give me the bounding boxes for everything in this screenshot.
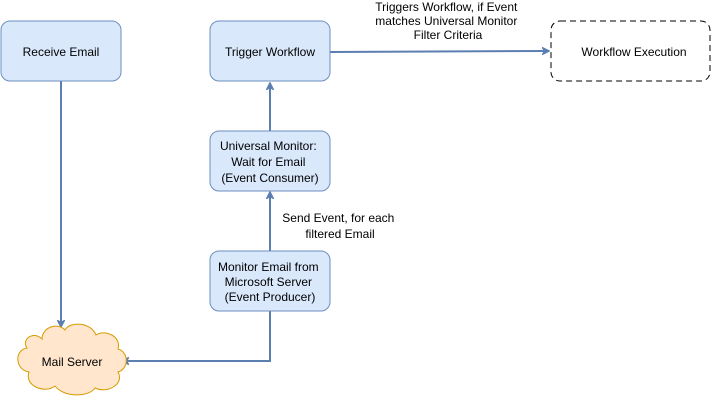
- node-trigger-workflow-label: Trigger Workflow: [225, 45, 315, 59]
- svg-text:Send Event, for each fil: Send Event, for each filtered Email: [282, 211, 397, 241]
- node-workflow-execution-label: Workflow Execution: [581, 45, 686, 59]
- node-universal-monitor-label: Universal Monitor: Wait for Email (Event…: [220, 139, 320, 185]
- node-monitor-email[interactable]: Monitor Email from Microsoft Server (Eve…: [209, 250, 331, 312]
- edge-trigger-to-workflow-execution: [329, 51, 549, 52]
- node-receive-email-label: Receive Email: [23, 45, 100, 59]
- edges: [61, 51, 549, 361]
- svg-text:Triggers Workflow, if Event: Triggers Workflow, if Event matches Univ…: [375, 0, 520, 42]
- node-mail-server[interactable]: Mail Server: [17, 323, 127, 396]
- node-receive-email[interactable]: Receive Email: [0, 20, 122, 82]
- edge-monitor-email-to-mail-server: [122, 311, 271, 361]
- node-mail-server-label: Mail Server: [42, 355, 103, 369]
- edge-label-triggers: Triggers Workflow, if Event matches Univ…: [375, 0, 520, 42]
- node-workflow-execution[interactable]: Workflow Execution: [550, 20, 711, 82]
- node-monitor-email-label: Monitor Email from Microsoft Server (Eve…: [218, 260, 322, 304]
- node-trigger-workflow[interactable]: Trigger Workflow: [209, 20, 331, 82]
- edge-label-send-event: Send Event, for each filtered Email: [282, 211, 397, 241]
- node-universal-monitor[interactable]: Universal Monitor: Wait for Email (Event…: [209, 130, 331, 192]
